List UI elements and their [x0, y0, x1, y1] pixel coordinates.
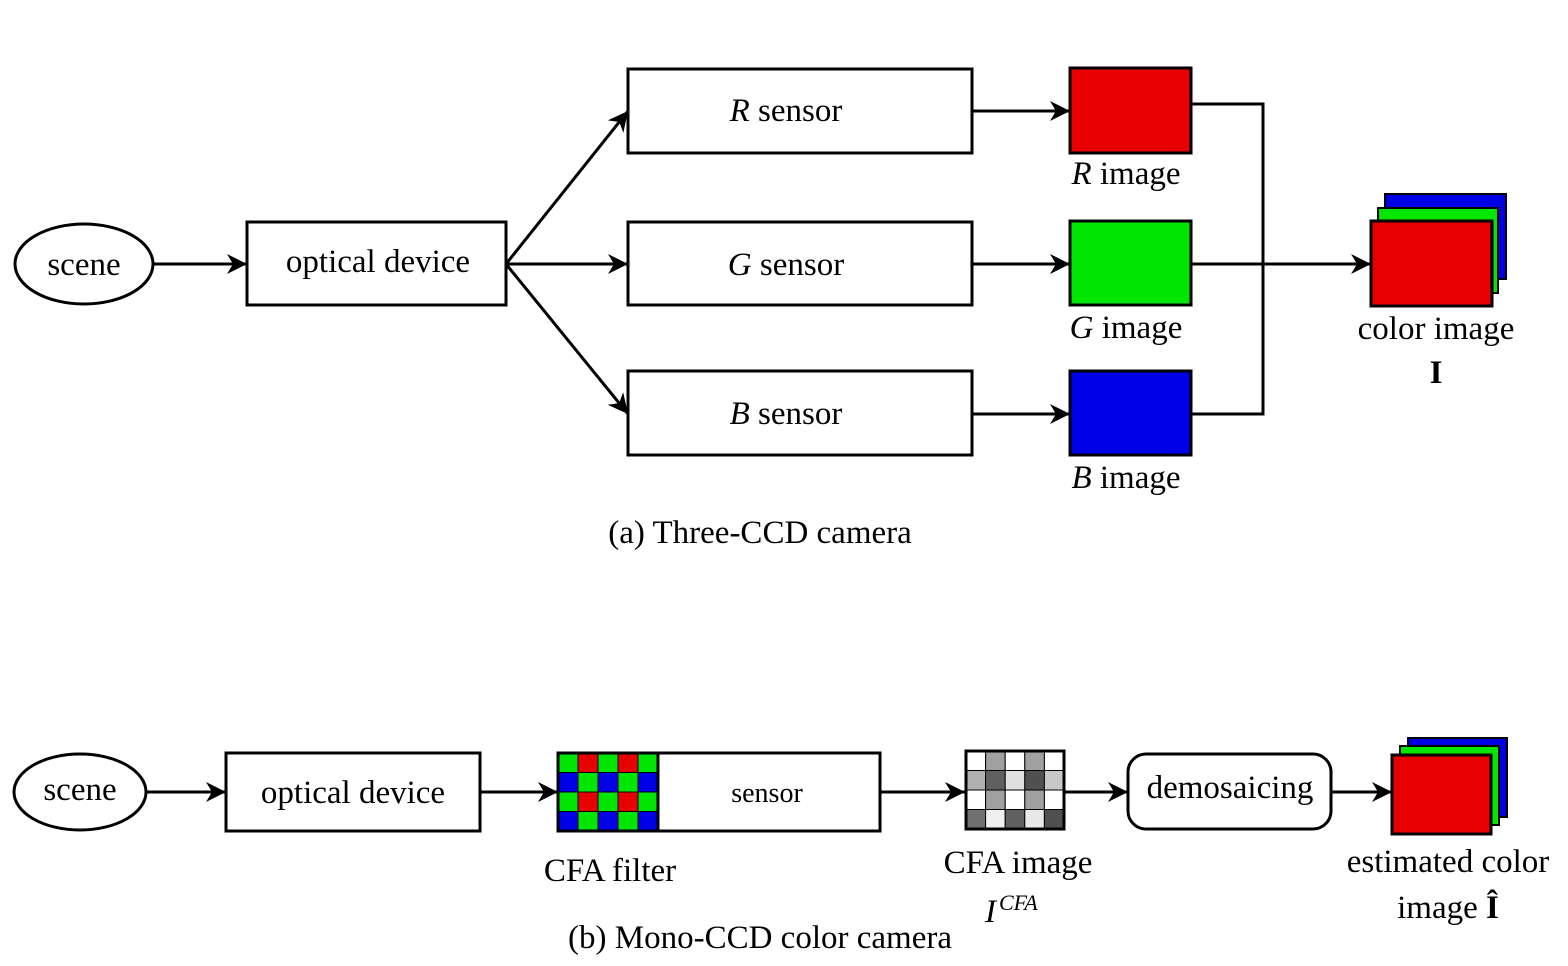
cfa-filter-cell-2-2	[597, 791, 619, 812]
cfa-image-cell-0-2	[1004, 750, 1026, 771]
r-sensor-box	[626, 67, 974, 155]
estimated-label-line2: image Î	[1397, 888, 1499, 926]
cfa-image-cell-0-3	[1024, 750, 1045, 771]
cfa-image-cell-1-0	[965, 770, 987, 791]
b-image-label: B image	[1071, 460, 1180, 496]
cfa-filter-cell-1-4	[637, 772, 659, 793]
cfa-filter-cell-1-0	[557, 772, 579, 793]
optical-device-box	[245, 220, 508, 307]
cfa-image-cell-2-1	[985, 789, 1006, 810]
cfa-image-cell-2-3	[1024, 789, 1045, 810]
optical-device-box-b	[224, 751, 482, 833]
cfa-image-label: CFA image	[944, 845, 1093, 881]
cfa-filter-label: CFA filter	[544, 853, 676, 889]
r-image-label: R image	[1070, 156, 1180, 192]
mono-ccd-diagram: scene optical device sensor CFA filter C…	[12, 737, 1550, 956]
r-image	[1068, 66, 1193, 155]
cfa-filter-cell-0-4	[637, 752, 659, 773]
scene-label: scene	[47, 247, 120, 283]
cfa-image-superscript: CFA	[999, 890, 1038, 915]
optical-device-label: optical device	[286, 244, 470, 280]
cfa-image-cell-1-1	[985, 770, 1006, 791]
g-image	[1068, 219, 1193, 307]
cfa-filter-cell-2-4	[637, 791, 659, 812]
cfa-image-cell-3-3	[1024, 809, 1045, 830]
color-image-label: color image	[1358, 311, 1515, 347]
cfa-filter-cell-3-3	[617, 811, 639, 832]
cfa-image-cell-0-4	[1043, 750, 1065, 771]
cfa-image-cell-3-1	[985, 809, 1006, 830]
cfa-image-cell-1-4	[1043, 770, 1065, 791]
cfa-filter-cell-1-3	[617, 772, 639, 793]
cfa-filter-cell-3-4	[637, 811, 659, 832]
g-sensor-label: G sensor	[728, 247, 844, 283]
cfa-image-cell-border	[964, 749, 1066, 831]
estimated-label-line1: estimated color	[1347, 844, 1550, 880]
cfa-image-cell-0-0	[965, 750, 987, 771]
cfa-image-cell-0-1	[985, 750, 1006, 771]
cfa-filter-cell-3-0	[557, 811, 579, 832]
cfa-filter-cell-3-1	[577, 811, 599, 832]
cfa-filter-cell-0-3	[617, 752, 639, 773]
cfa-filter-cell-1-1	[577, 772, 599, 793]
b-image	[1068, 369, 1193, 457]
merge-line-b	[1191, 264, 1265, 416]
b-sensor-label: B sensor	[730, 396, 843, 432]
g-image-label: G image	[1070, 310, 1183, 346]
cfa-image-cell-3-0	[965, 809, 987, 830]
cfa-image-cell-1-3	[1024, 770, 1045, 791]
estimated-red-layer	[1390, 753, 1493, 836]
sensor-label-b: sensor	[731, 778, 803, 809]
cfa-image-cell-3-4	[1043, 809, 1065, 830]
cfa-image-cell-3-2	[1004, 809, 1026, 830]
scene-label-b: scene	[43, 772, 116, 808]
merge-line-r	[1191, 102, 1265, 264]
cfa-image-grid	[964, 749, 1066, 831]
cfa-filter-cell-2-1	[577, 791, 599, 812]
optical-device-label-b: optical device	[261, 775, 445, 811]
cfa-image-cell-1-2	[1004, 770, 1026, 791]
cfa-filter-cell-0-0	[557, 752, 579, 773]
cfa-filter-cell-border	[556, 751, 660, 833]
three-ccd-diagram: scene optical device R sensor G sensor B…	[13, 66, 1515, 551]
cfa-image-cell-2-2	[1004, 789, 1026, 810]
color-image-stack	[1369, 193, 1507, 308]
cfa-filter-cell-1-2	[597, 772, 619, 793]
cfa-image-symbol: I	[984, 894, 998, 930]
arrow-optical-to-r-sensor	[504, 110, 630, 265]
caption-a: (a) Three-CCD camera	[608, 515, 912, 551]
cfa-filter-cell-0-1	[577, 752, 599, 773]
r-sensor-label: R sensor	[729, 93, 843, 129]
demosaicing-label: demosaicing	[1147, 770, 1314, 806]
g-sensor-box	[626, 220, 974, 307]
cfa-image-cell-2-0	[965, 789, 987, 810]
caption-b: (b) Mono-CCD color camera	[568, 920, 952, 956]
cfa-filter-cell-2-0	[557, 791, 579, 812]
cfa-filter-cell-0-2	[597, 752, 619, 773]
estimated-image-stack	[1390, 737, 1508, 836]
cfa-filter-grid	[556, 751, 660, 833]
arrow-optical-to-b-sensor	[504, 263, 630, 415]
color-image-symbol: I	[1430, 355, 1443, 391]
cfa-filter-cell-3-2	[597, 811, 619, 832]
cfa-image-cell-2-4	[1043, 789, 1065, 810]
cfa-filter-cell-2-3	[617, 791, 639, 812]
color-image-red-layer	[1369, 219, 1494, 308]
